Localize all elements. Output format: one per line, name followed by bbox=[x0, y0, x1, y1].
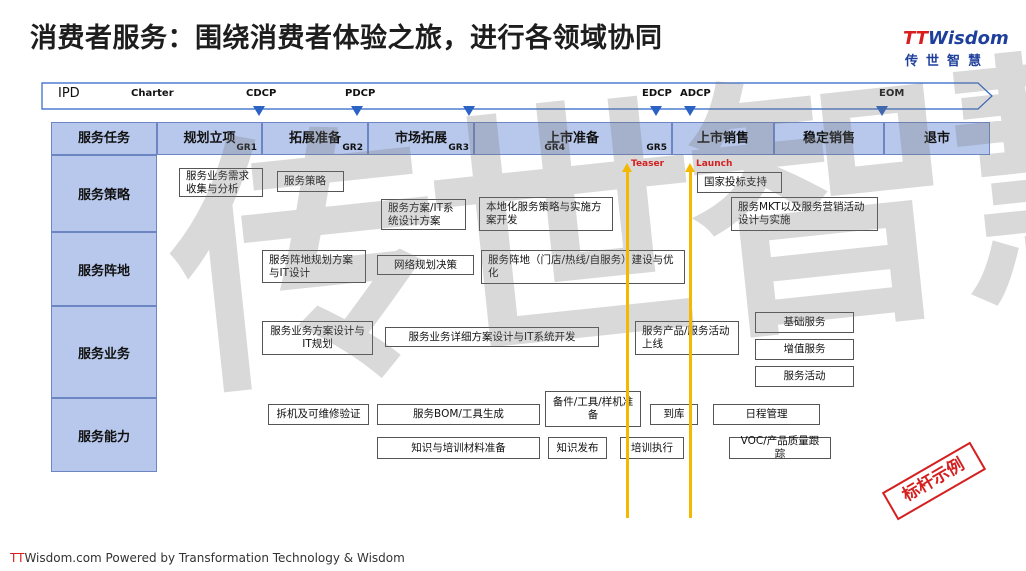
milestone-triangle-adcp bbox=[684, 106, 696, 116]
box-business-design: 服务业务方案设计与IT规划 bbox=[262, 321, 373, 355]
box-basic-service: 基础服务 bbox=[755, 312, 854, 333]
launch-line bbox=[689, 171, 692, 518]
gate-label: GR1 bbox=[236, 143, 257, 153]
row-label-capability: 服务能力 bbox=[51, 398, 157, 472]
row-label-business: 服务业务 bbox=[51, 306, 157, 398]
milestone-pdcp: PDCP bbox=[345, 88, 376, 99]
gate-label: GR2 bbox=[342, 143, 363, 153]
box-teardown-verify: 拆机及可维修验证 bbox=[268, 404, 369, 425]
brand-logo: TTWisdom bbox=[903, 28, 1009, 49]
box-channel-build: 服务阵地（门店/热线/自服务）建设与优化 bbox=[481, 250, 685, 284]
launch-arrowhead bbox=[685, 163, 695, 172]
phase-label: 拓展准备 bbox=[288, 131, 341, 146]
box-localized-strategy: 本地化服务策略与实施方案开发 bbox=[479, 197, 613, 231]
box-schedule: 日程管理 bbox=[713, 404, 820, 425]
gate-label: GR3 bbox=[448, 143, 469, 153]
box-arrival: 到库 bbox=[650, 404, 698, 425]
box-service-mkt: 服务MKT以及服务营销活动设计与实施 bbox=[731, 197, 878, 231]
milestone-triangle-edcp bbox=[650, 106, 662, 116]
box-service-strategy: 服务策略 bbox=[277, 171, 344, 192]
teaser-label: Teaser bbox=[631, 159, 665, 169]
phase-label: 市场拓展 bbox=[394, 131, 447, 146]
box-voc-quality: VOC/产品质量跟踪 bbox=[729, 435, 831, 460]
box-business-detail-dev: 服务业务详细方案设计与IT系统开发 bbox=[385, 327, 599, 347]
teaser-line bbox=[626, 171, 629, 518]
box-service-requirement: 服务业务需求收集与分析 bbox=[179, 168, 263, 197]
box-service-it-design: 服务方案/IT系统设计方案 bbox=[381, 199, 466, 230]
logo-tt: TT bbox=[903, 28, 928, 49]
row-label-channel: 服务阵地 bbox=[51, 232, 157, 306]
logo-subtitle: 传世智慧 bbox=[905, 54, 990, 69]
milestone-cdcp: CDCP bbox=[246, 88, 277, 99]
box-bom-tools: 服务BOM/工具生成 bbox=[377, 404, 540, 425]
box-training-exec: 培训执行 bbox=[620, 437, 684, 459]
box-channel-plan: 服务阵地规划方案与IT设计 bbox=[262, 250, 366, 283]
benchmark-stamp: 标杆示例 bbox=[881, 441, 987, 521]
footer-tt: TT bbox=[10, 551, 25, 565]
box-service-activity: 服务活动 bbox=[755, 366, 854, 387]
box-product-online: 服务产品/服务活动上线 bbox=[635, 321, 739, 355]
box-spare-parts-prep: 备件/工具/样机准备 bbox=[545, 391, 641, 427]
milestone-triangle-gr3 bbox=[463, 106, 475, 116]
milestone-triangle-cdcp bbox=[253, 106, 265, 116]
teaser-arrowhead bbox=[622, 163, 632, 172]
ipd-label: IPD bbox=[58, 86, 80, 101]
box-training-material: 知识与培训材料准备 bbox=[377, 437, 540, 459]
phase-exit: 退市 bbox=[884, 122, 990, 155]
box-national-bid: 国家投标支持 bbox=[697, 172, 782, 193]
phase-stable-sales: 稳定销售 bbox=[774, 122, 884, 155]
row-label-strategy: 服务策略 bbox=[51, 155, 157, 232]
milestone-eom: EOM bbox=[879, 88, 905, 99]
footer: TTWisdom.com Powered by Transformation T… bbox=[10, 551, 405, 565]
ipd-arrow-bar bbox=[41, 82, 993, 110]
box-knowledge-release: 知识发布 bbox=[548, 437, 607, 459]
logo-word: Wisdom bbox=[927, 28, 1009, 49]
header-task: 服务任务 bbox=[51, 122, 157, 155]
milestone-triangle-eom bbox=[876, 106, 888, 116]
milestone-triangle-pdcp bbox=[351, 106, 363, 116]
launch-label: Launch bbox=[696, 159, 733, 169]
milestone-adcp: ADCP bbox=[680, 88, 711, 99]
box-network-decision: 网络规划决策 bbox=[377, 255, 474, 275]
milestone-edcp: EDCP bbox=[642, 88, 672, 99]
phase-label: 上市准备 bbox=[546, 131, 599, 146]
gate-label: GR5 bbox=[646, 143, 667, 153]
phase-label: 规划立项 bbox=[183, 131, 236, 146]
milestone-charter: Charter bbox=[131, 88, 174, 99]
phase-launch-sales: 上市销售 bbox=[672, 122, 774, 155]
footer-text: Wisdom.com Powered by Transformation Tec… bbox=[24, 551, 405, 565]
box-value-added-service: 增值服务 bbox=[755, 339, 854, 360]
gate-label: GR4 bbox=[544, 143, 565, 153]
page-title: 消费者服务：围绕消费者体验之旅，进行各领域协同 bbox=[30, 23, 663, 54]
